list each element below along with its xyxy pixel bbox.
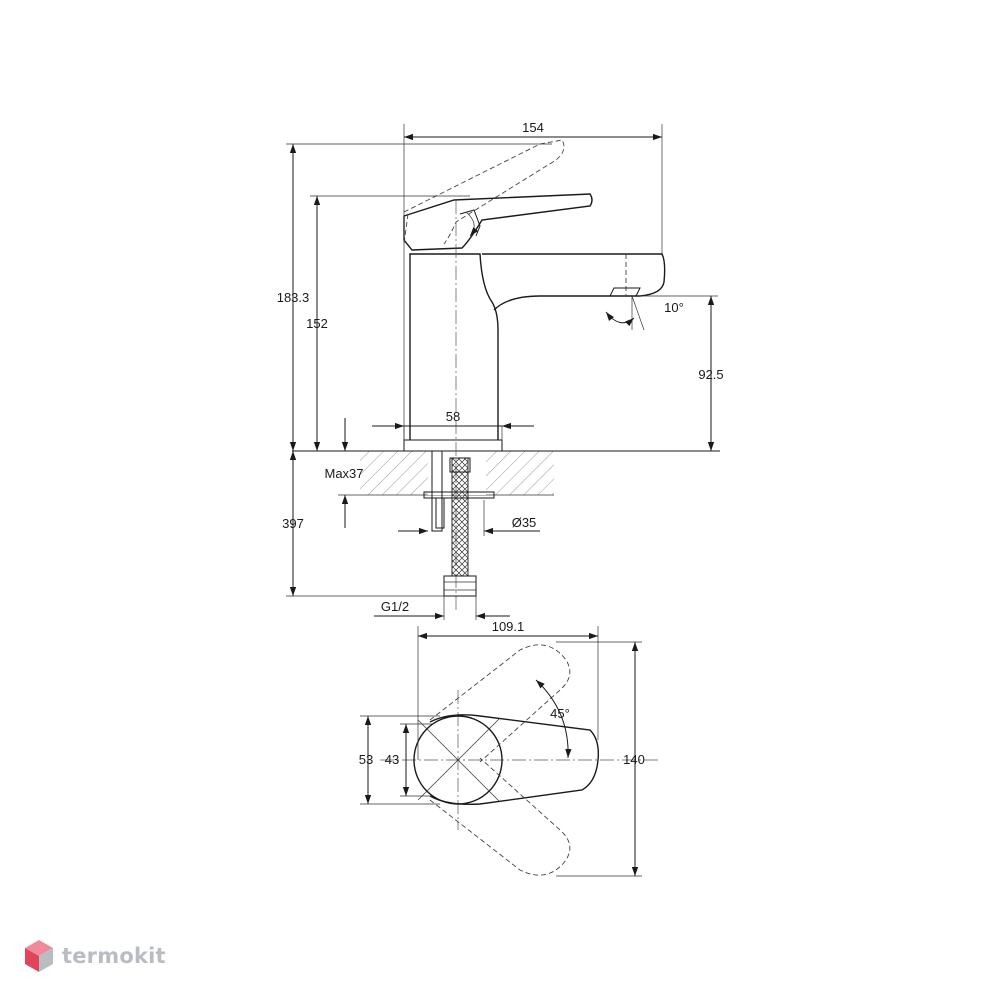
label-hose-length: 397 bbox=[282, 516, 304, 531]
label-plan-height-inner: 43 bbox=[385, 752, 399, 767]
label-height-handle: 152 bbox=[306, 316, 328, 331]
plan-view: 45° 109.1 140 53 43 bbox=[359, 619, 660, 877]
dimension-92-5: 92.5 bbox=[640, 295, 724, 451]
faucet-body bbox=[409, 253, 499, 440]
dimension-154: 154 bbox=[403, 120, 663, 440]
dimension-397: 397 bbox=[282, 451, 444, 597]
cube-logo-icon bbox=[25, 940, 53, 972]
dimension-109-1: 109.1 bbox=[417, 619, 599, 760]
dimension-angle-10: 10° bbox=[605, 295, 684, 331]
faucet-handle bbox=[403, 193, 593, 251]
label-shank-diameter: Ø35 bbox=[512, 515, 537, 530]
faucet-handle-open bbox=[403, 139, 565, 245]
label-spout-angle: 10° bbox=[664, 300, 684, 315]
dimension-152: 152 bbox=[306, 195, 470, 451]
dimension-thread: G1/2 bbox=[374, 596, 510, 620]
dimension-58: 58 bbox=[372, 409, 534, 440]
faucet-base bbox=[403, 439, 503, 452]
label-thread: G1/2 bbox=[381, 599, 409, 614]
label-spout-height: 92.5 bbox=[698, 367, 723, 382]
dimension-max37: Max37 bbox=[324, 418, 364, 528]
brand-name: termokit bbox=[62, 944, 166, 968]
dimension-43: 43 bbox=[385, 723, 432, 797]
dimension-53: 53 bbox=[359, 715, 440, 805]
label-height-total: 183.3 bbox=[277, 290, 310, 305]
label-plan-depth: 140 bbox=[623, 752, 645, 767]
dimension-140: 140 bbox=[556, 641, 645, 877]
plan-handle bbox=[429, 714, 600, 806]
label-plan-width: 109.1 bbox=[492, 619, 525, 634]
mounting-hardware bbox=[423, 450, 495, 597]
label-base-diameter: 58 bbox=[446, 409, 460, 424]
dimension-183-3: 183.3 bbox=[277, 143, 552, 451]
label-plan-angle: 45° bbox=[550, 706, 570, 721]
label-plan-height-outer: 53 bbox=[359, 752, 373, 767]
label-width-top: 154 bbox=[522, 120, 544, 135]
dimension-diameter-35: Ø35 bbox=[398, 500, 540, 536]
label-max-thickness: Max37 bbox=[324, 466, 363, 481]
faucet-spout bbox=[482, 253, 666, 311]
brand-logo: termokit bbox=[24, 934, 166, 978]
elevation-view: 154 183.3 152 92.5 10° bbox=[277, 120, 724, 620]
